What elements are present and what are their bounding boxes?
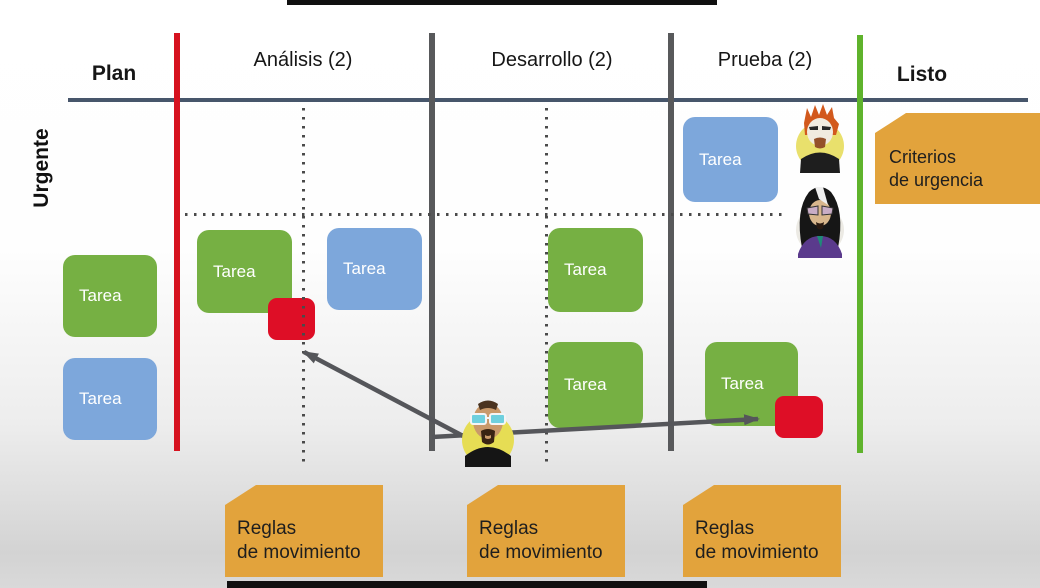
movement-rules-note: Reglas de movimiento	[225, 485, 383, 577]
column-divider-plan-analisis	[174, 33, 180, 451]
column-divider-prueba-listo	[857, 35, 863, 453]
dotted-guide-vertical-analisis	[302, 108, 305, 467]
task-card-label: Tarea	[213, 261, 256, 281]
movement-rules-note: Reglas de movimiento	[467, 485, 625, 577]
task-card-label: Tarea	[79, 286, 122, 305]
task-card: Tarea	[327, 228, 422, 310]
blocker-card	[268, 298, 315, 340]
note-line: de urgencia	[889, 169, 984, 190]
task-card: Tarea	[63, 255, 157, 337]
column-header-prueba: Prueba (2)	[717, 49, 813, 71]
task-card: Tarea	[683, 117, 778, 202]
note-line: de movimiento	[237, 541, 361, 563]
bottom-edge-bar	[227, 581, 707, 588]
task-card-label: Tarea	[564, 260, 607, 279]
task-card-label: Tarea	[721, 374, 764, 393]
board-header-line	[68, 98, 1028, 102]
column-header-plan: Plan	[91, 62, 137, 85]
dotted-guide-horizontal-urgent	[185, 213, 783, 216]
developer-avatar	[462, 400, 514, 467]
note-line: Reglas	[479, 518, 539, 539]
note-line: Reglas	[237, 518, 297, 539]
note-line: Reglas	[695, 518, 755, 539]
task-card: Tarea	[548, 342, 643, 428]
tester-avatar-1	[796, 104, 844, 173]
note-line: Criterios	[889, 147, 957, 167]
task-card: Tarea	[63, 358, 157, 440]
task-card: Tarea	[548, 228, 643, 312]
dotted-guide-vertical-desarrollo	[545, 108, 548, 467]
urgency-criteria-note: Criterios de urgencia	[875, 113, 1040, 204]
note-line: de movimiento	[479, 541, 603, 563]
note-line: de movimiento	[695, 541, 819, 563]
top-edge-bar	[287, 0, 717, 5]
column-header-listo: Listo	[896, 63, 948, 86]
task-card-label: Tarea	[699, 149, 742, 169]
arrow-to-analisis-blocker	[302, 350, 484, 448]
column-header-desarrollo: Desarrollo (2)	[491, 49, 613, 71]
task-card: Tarea	[705, 342, 798, 426]
tester-avatar-2	[796, 187, 844, 258]
task-card-label: Tarea	[79, 389, 122, 408]
task-card-label: Tarea	[564, 375, 607, 394]
task-card-label: Tarea	[343, 259, 386, 278]
row-label-urgente: Urgente	[30, 128, 53, 208]
blocker-card	[775, 396, 823, 438]
column-header-analisis: Análisis (2)	[253, 49, 353, 71]
column-divider-analisis-desarrollo	[429, 33, 435, 451]
column-divider-desarrollo-prueba	[668, 33, 674, 451]
task-card: Tarea	[197, 230, 292, 313]
movement-rules-note: Reglas de movimiento	[683, 485, 841, 577]
